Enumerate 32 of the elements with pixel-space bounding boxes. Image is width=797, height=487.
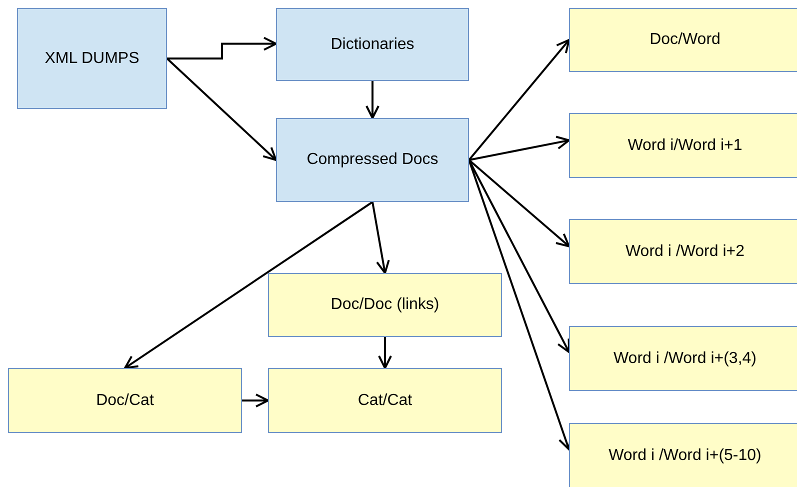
process-box (17, 8, 167, 109)
arrow (378, 337, 392, 369)
arrow (167, 36, 277, 60)
box-label: Cat/Cat (358, 392, 412, 410)
arrow (468, 39, 570, 161)
process-box (268, 273, 502, 337)
process-box (276, 118, 469, 202)
box-label: Doc/Doc (links) (330, 296, 440, 314)
arrow (468, 136, 570, 161)
process-box (8, 368, 242, 433)
process-box (569, 219, 797, 284)
process-box (276, 8, 469, 81)
arrow (468, 159, 570, 248)
box-label: Dictionaries (330, 36, 414, 54)
box-label: Word i /Word i+(3,4) (613, 350, 756, 368)
box-label: XML DUMPS (44, 50, 140, 68)
box-label: Doc/Word (650, 31, 720, 49)
process-box (569, 8, 797, 72)
process-box (569, 326, 797, 391)
process-box (268, 368, 502, 433)
process-box (569, 423, 797, 487)
arrow (372, 202, 390, 274)
arrow (166, 58, 277, 161)
box-label: Word i /Word i+2 (625, 242, 744, 260)
box-label: Word i/Word i+1 (628, 136, 742, 154)
process-box (569, 113, 797, 178)
box-label: Compressed Docs (306, 151, 438, 169)
arrow (242, 394, 269, 408)
arrow (124, 201, 374, 369)
arrow (366, 81, 380, 119)
box-label: Word i /Word i+(5-10) (608, 447, 762, 465)
box-label: Doc/Cat (96, 392, 154, 410)
